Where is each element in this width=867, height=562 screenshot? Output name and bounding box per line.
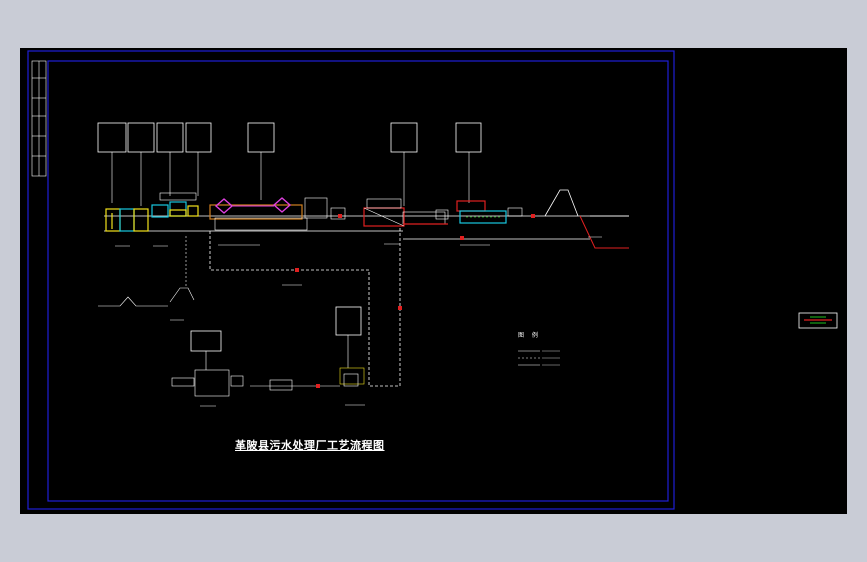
main-process-line [104,215,629,240]
process-flow-drawing [27,50,838,510]
leader-lines [111,152,470,370]
callout-box [335,306,362,336]
unit-oxidation-ditch [209,197,346,231]
unit-clarifier [363,198,448,227]
drawing-title: 革陂县污水处理厂工艺流程图 [235,439,385,452]
detached-symbol [798,312,838,329]
sludge-return-line [209,226,401,387]
callout-box [455,122,482,153]
legend-heading: 图 例 [518,332,541,339]
unit-outfall [544,189,629,249]
callout-box [390,122,418,153]
inner-frame [47,60,669,502]
callout-box [156,122,184,153]
callout-box [185,122,212,153]
cad-viewport[interactable]: 图 例 革陂县污水处理厂工艺流程图 [20,48,847,514]
unit-grit-chamber [151,192,199,218]
annotation-ticks [115,236,602,407]
callout-box [190,330,222,352]
callout-box [127,122,155,153]
sludge-thickener [98,236,195,307]
flow-markers [295,214,535,388]
legend [518,350,560,366]
left-title-strip [31,60,47,177]
unit-disinfection [435,200,523,224]
callout-box [247,122,275,153]
sludge-treatment [171,367,365,397]
outer-frame [27,50,675,510]
callout-boxes [97,122,482,352]
callout-box [97,122,127,153]
unit-bar-screen [105,208,149,232]
